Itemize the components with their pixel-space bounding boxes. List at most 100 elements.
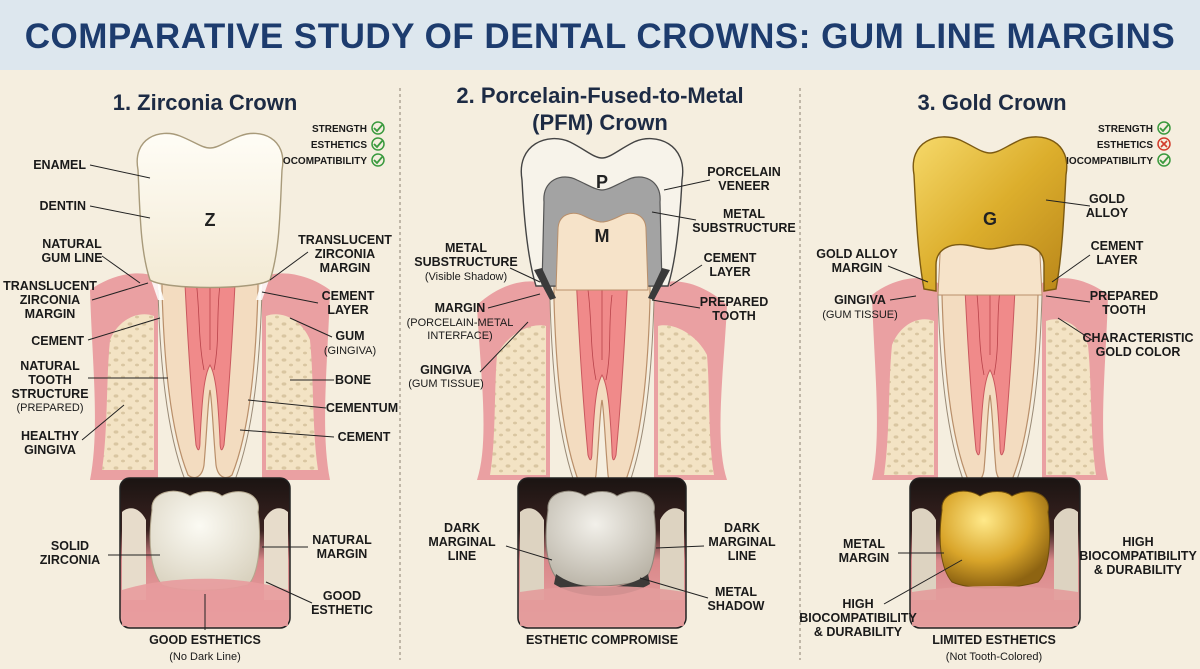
photo-natural-margin-1: NATURAL [312,533,372,547]
check-good-icon [1157,153,1171,167]
photo-good-esthetic-1: GOOD [323,589,361,603]
label-gold-alloy-2: ALLOY [1086,206,1129,220]
panel-gold: 3. Gold Crown STRENGTH ESTHETICS BIOCOMP… [799,90,1197,663]
label-gum: GUM [335,329,364,343]
main-title: COMPARATIVE STUDY OF DENTAL CROWNS: GUM … [25,17,1176,56]
gold-check-esthetics: ESTHETICS [1097,140,1153,151]
label-pfm-cement-layer-1: CEMENT [704,251,757,265]
zirconia-check-biocompat: BIOCOMPATIBILITY [273,156,367,167]
label-gold-gingiva: GINGIVA [834,293,886,307]
label-translucent-left-2: ZIRCONIA [20,293,80,307]
zirconia-tooth-diagram: Z [90,132,330,481]
photo-caption-gold-sub: (Not Tooth-Colored) [946,651,1042,663]
label-translucent-right-3: MARGIN [320,261,371,275]
label-gold-margin-1: GOLD ALLOY [816,247,898,261]
zirconia-check-strength: STRENGTH [312,124,367,135]
gold-check-biocompat: BIOCOMPATIBILITY [1059,156,1153,167]
photo-gold-bottom-left-2: BIOCOMPATIBILITY [799,611,917,625]
label-pfm-cement-layer-2: LAYER [709,265,750,279]
label-pfm-gingiva: GINGIVA [420,363,472,377]
label-gold-margin-2: MARGIN [832,261,883,275]
photo-caption-gold: LIMITED ESTHETICS [932,633,1056,647]
pfm-heading-1: 2. Porcelain-Fused-to-Metal [456,83,743,108]
photo-good-esthetic-2: ESTHETIC [311,603,373,617]
label-cement-right: CEMENT [338,430,391,444]
label-metal-substructure-l-1: METAL [445,241,487,255]
label-gold-prepared-tooth-1: PREPARED [1090,289,1159,303]
label-translucent-right-1: TRANSLUCENT [298,233,392,247]
label-porcelain-veneer-1: PORCELAIN [707,165,781,179]
label-pfm-gingiva-sub: (GUM TISSUE) [408,378,484,390]
label-gold-gingiva-sub: (GUM TISSUE) [822,309,898,321]
photo-pfm-right1-1: DARK [724,521,760,535]
photo-caption-pfm: ESTHETIC COMPROMISE [526,633,678,647]
panel-zirconia: 1. Zirconia Crown STRENGTH ESTHETICS BIO… [3,90,398,663]
photo-pfm-left-3: LINE [448,549,476,563]
label-margin: MARGIN [435,301,486,315]
gold-check-strength: STRENGTH [1098,124,1153,135]
photo-pfm-right2-1: METAL [715,585,757,599]
photo-caption-zirconia-sub: (No Dark Line) [169,651,241,663]
pfm-letter-m: M [595,226,610,246]
label-natural-gum-line-2: GUM LINE [41,251,102,265]
label-translucent-left-1: TRANSLUCENT [3,279,97,293]
gold-checklist: STRENGTH ESTHETICS BIOCOMPATIBILITY [1059,121,1171,167]
photo-solid-zirconia-2: ZIRCONIA [40,553,100,567]
label-translucent-left-3: MARGIN [25,307,76,321]
check-good-icon [371,153,385,167]
photo-pfm-right1-2: MARGINAL [708,535,776,549]
label-metal-substructure-l-2: SUBSTRUCTURE [414,255,517,269]
label-bone: BONE [335,373,371,387]
zirconia-heading: 1. Zirconia Crown [113,90,298,115]
label-cement-left: CEMENT [31,334,84,348]
label-metal-substructure-r-1: METAL [723,207,765,221]
zirconia-crown-letter: Z [205,210,216,230]
label-gold-cement-layer-1: CEMENT [1091,239,1144,253]
label-metal-substructure-r-2: SUBSTRUCTURE [692,221,795,235]
label-margin-sub-1: (PORCELAIN-METAL [407,317,514,329]
cross-bad-icon [1157,137,1171,151]
panel-pfm: 2. Porcelain-Fused-to-Metal (PFM) Crown … [407,83,796,647]
label-margin-sub-2: INTERFACE) [427,330,492,342]
label-gold-cement-layer-2: LAYER [1096,253,1137,267]
label-dentin: DENTIN [39,199,86,213]
label-natural-tooth-2: TOOTH [28,373,72,387]
label-pfm-prepared-tooth-1: PREPARED [700,295,769,309]
label-natural-tooth-sub: (PREPARED) [16,402,83,414]
photo-pfm-right2-2: SHADOW [708,599,765,613]
label-characteristic-2: GOLD COLOR [1096,345,1181,359]
zirconia-photo [119,477,291,629]
label-cementum: CEMENTUM [326,401,398,415]
label-porcelain-veneer-2: VENEER [718,179,769,193]
photo-caption-zirconia: GOOD ESTHETICS [149,633,261,647]
photo-solid-zirconia-1: SOLID [51,539,89,553]
label-enamel: ENAMEL [33,158,86,172]
photo-natural-margin-2: MARGIN [317,547,368,561]
check-good-icon [371,121,385,135]
title-band [0,0,1200,70]
label-metal-sub-note: (Visible Shadow) [425,271,507,283]
photo-gold-bottom-left-1: HIGH [842,597,873,611]
gold-crown-letter: G [983,209,997,229]
photo-gold-right-2: BIOCOMPATIBILITY [1079,549,1197,563]
label-cement-layer-1: CEMENT [322,289,375,303]
photo-pfm-left-2: MARGINAL [428,535,496,549]
gold-heading: 3. Gold Crown [917,90,1066,115]
photo-pfm-right1-3: LINE [728,549,756,563]
pfm-photo [517,477,687,629]
label-natural-tooth-3: STRUCTURE [11,387,88,401]
gold-tooth-diagram: G [872,136,1108,486]
label-gold-alloy-1: GOLD [1089,192,1125,206]
photo-pfm-left-1: DARK [444,521,480,535]
pfm-heading-2: (PFM) Crown [532,110,668,135]
photo-gold-right-1: HIGH [1122,535,1153,549]
photo-gold-left-2: MARGIN [839,551,890,565]
label-healthy-gingiva-2: GINGIVA [24,443,76,457]
label-gum-sub: (GINGIVA) [324,345,376,357]
label-gold-prepared-tooth-2: TOOTH [1102,303,1146,317]
label-characteristic-1: CHARACTERISTIC [1082,331,1193,345]
label-cement-layer-2: LAYER [327,303,368,317]
photo-gold-bottom-left-3: & DURABILITY [814,625,903,639]
zirconia-checklist: STRENGTH ESTHETICS BIOCOMPATIBILITY [273,121,385,167]
